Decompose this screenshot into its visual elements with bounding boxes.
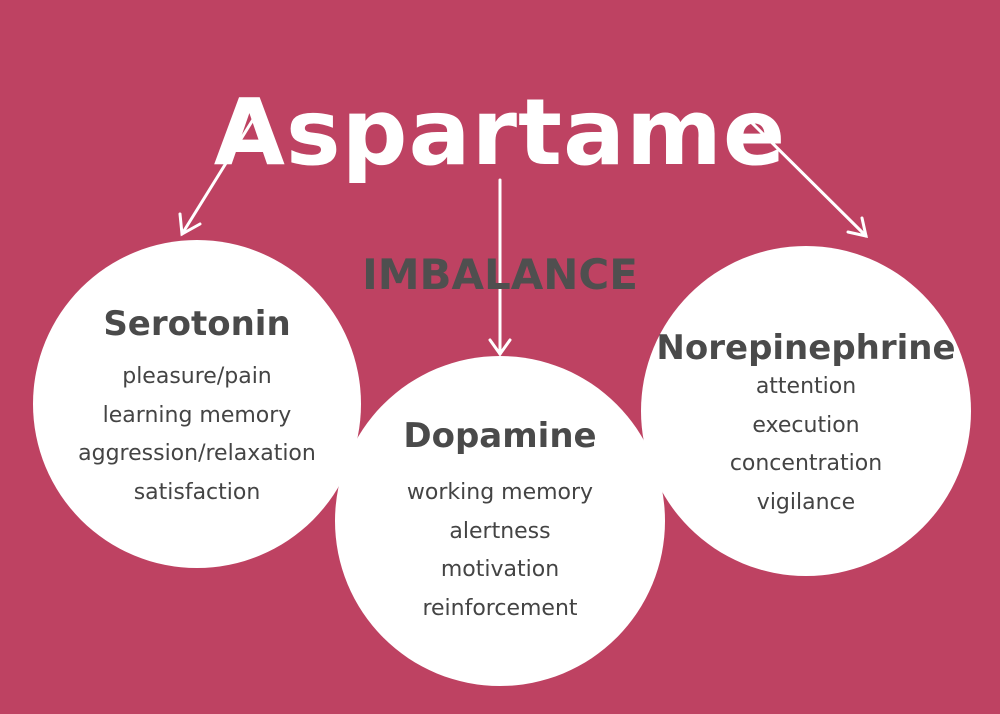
title: Aspartame — [213, 79, 787, 186]
list-item: attention — [755, 374, 857, 399]
arrow-to-serotonin — [180, 116, 256, 236]
list-item: vigilance — [756, 489, 856, 515]
list-item: concentration — [729, 451, 883, 476]
list-item: pleasure/pain — [122, 364, 272, 389]
arrow-to-norepinephrine — [743, 114, 868, 238]
list-item: learning memory — [102, 402, 292, 428]
arrow-head-serotonin — [178, 212, 202, 237]
list-item: working memory — [406, 480, 594, 505]
arrow-head-dopamine — [488, 338, 512, 357]
list-item: aggression/relaxation — [78, 441, 316, 466]
imbalance-label: IMBALANCE — [362, 250, 638, 299]
circle-serotonin: Serotonin pleasure/pain learning memory … — [33, 240, 361, 568]
arrow-head-norepinephrine — [846, 216, 868, 238]
list-item: execution — [752, 412, 860, 438]
circle-title: Dopamine — [403, 416, 597, 456]
list-item: alertness — [449, 518, 551, 544]
circle-dopamine: Dopamine working memory alertness motiva… — [335, 356, 665, 686]
circle-norepinephrine: Norepinephrine attention execution conce… — [641, 246, 971, 576]
circle-title: Norepinephrine — [656, 328, 956, 368]
circle-title: Serotonin — [103, 304, 291, 344]
list-item: satisfaction — [133, 479, 261, 505]
list-item: reinforcement — [422, 595, 578, 621]
list-item: motivation — [440, 557, 560, 582]
